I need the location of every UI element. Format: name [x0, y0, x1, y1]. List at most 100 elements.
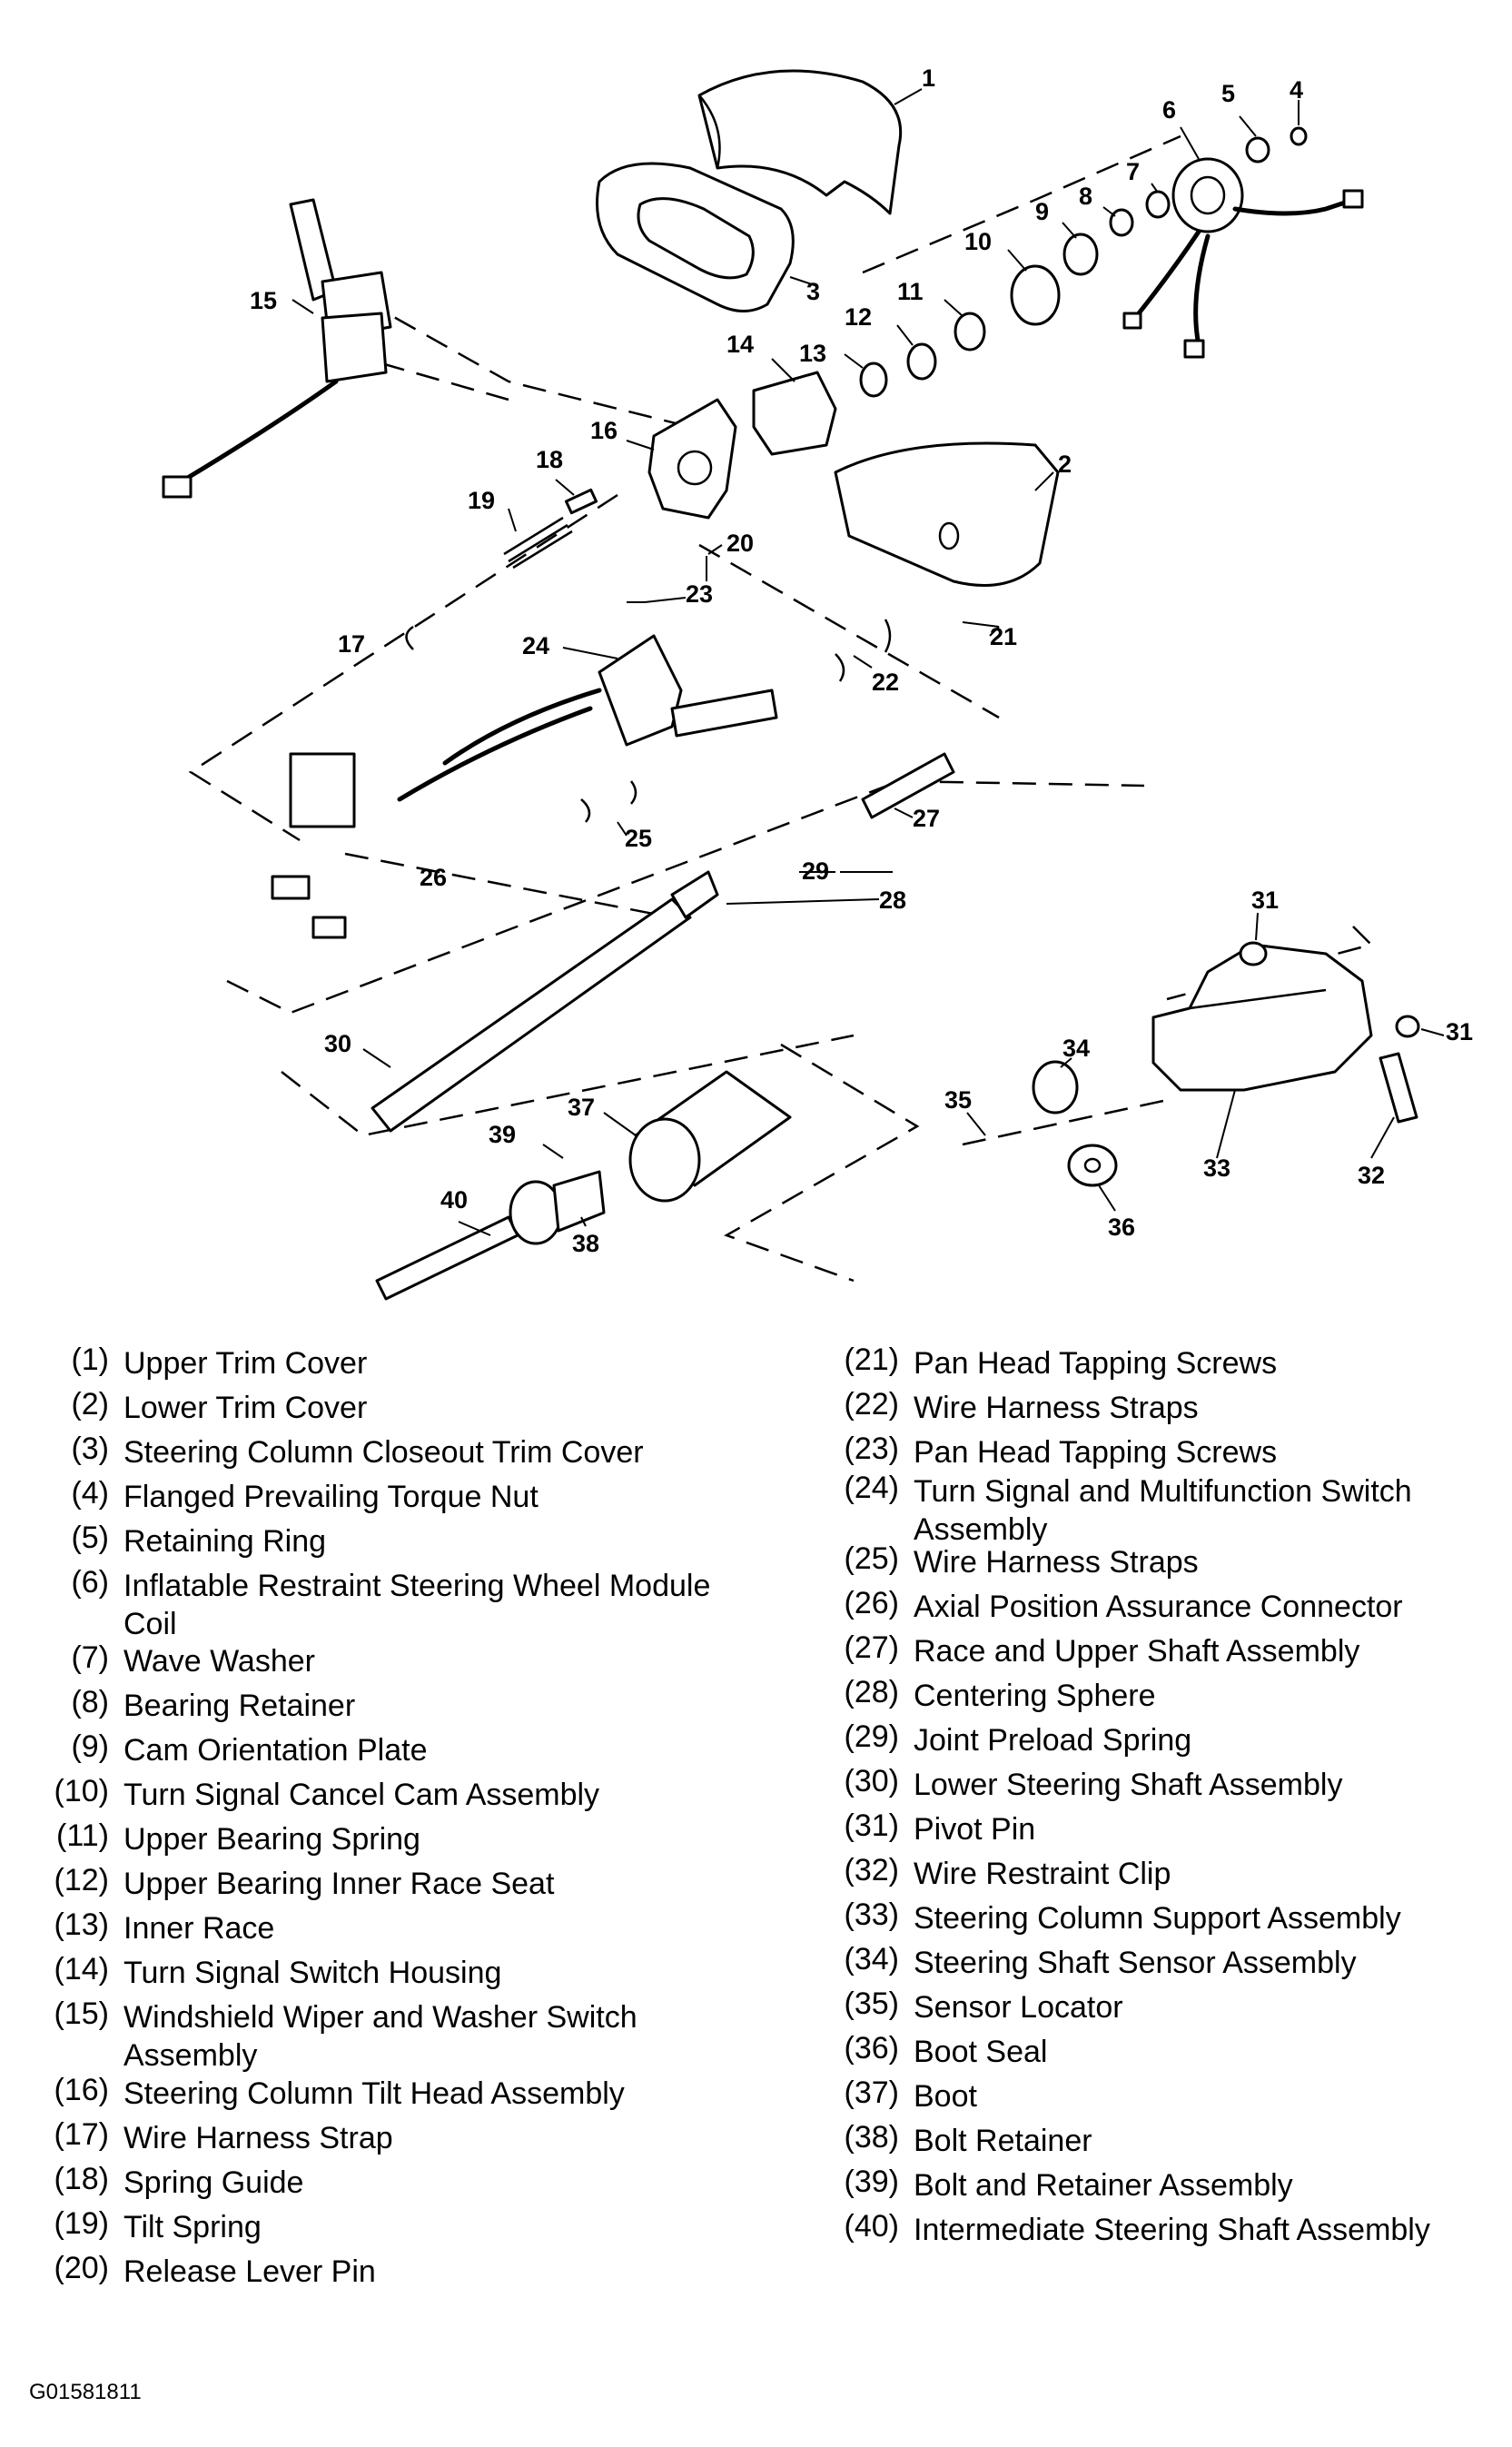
- legend-item: (20)Release Lever Pin: [27, 2253, 717, 2291]
- callout-38: 38: [572, 1230, 599, 1257]
- legend-item-label: Pivot Pin: [914, 1812, 1036, 1847]
- legend-item-number: (28): [844, 1675, 899, 1709]
- legend-item-label: Boot: [914, 2079, 977, 2114]
- legend-item-number: (39): [844, 2165, 899, 2199]
- legend-item-number: (19): [54, 2206, 109, 2241]
- callout-35: 35: [944, 1086, 972, 1114]
- legend-item-number: (3): [71, 1432, 109, 1466]
- legend-item-number: (27): [844, 1630, 899, 1665]
- callout-numbers: 1 2 3 4 5 6 7 8 9 10 11 12 13 14 15 16 1…: [250, 64, 1473, 1257]
- legend-item-label: Steering Shaft Sensor Assembly: [914, 1946, 1357, 1980]
- legend-item: (36) Boot Seal: [817, 2033, 1503, 2071]
- legend-item-label: Turn Signal Switch Housing: [124, 1956, 502, 1990]
- legend-item: (27) Race and Upper Shaft Assembly: [817, 1632, 1503, 1670]
- multifunction-switch: [271, 634, 778, 939]
- callout-11: 11: [897, 278, 924, 305]
- legend-item: (12)Upper Bearing Inner Race Seat: [27, 1865, 717, 1903]
- legend-item-number: (33): [844, 1897, 899, 1932]
- legend-item-label: Sensor Locator: [914, 1990, 1123, 2025]
- legend-item: (38)Bolt Retainer: [817, 2122, 1503, 2160]
- legend-item-number: (29): [844, 1719, 899, 1754]
- coil-wires: [1122, 189, 1364, 359]
- legend-item-number: (15): [54, 1996, 109, 2031]
- legend-item-label: Bearing Retainer: [124, 1689, 356, 1723]
- legend-item-label: Joint Preload Spring: [914, 1723, 1192, 1758]
- legend-item-number: (36): [844, 2031, 899, 2066]
- legend-item-number: (32): [844, 1853, 899, 1887]
- upper-shaft: [861, 752, 955, 819]
- legend-item-number: (7): [71, 1640, 109, 1675]
- wiper-switch: [162, 198, 392, 499]
- legend-item-number: (11): [56, 1818, 109, 1853]
- legend-item: (29) Joint Preload Spring: [817, 1721, 1503, 1759]
- legend-item-label: Flanged Prevailing Torque Nut: [124, 1480, 539, 1514]
- callout-30: 30: [324, 1030, 351, 1057]
- legend-item-label: Steering Column Support Assembly: [914, 1901, 1401, 1936]
- legend-item: (7)Wave Washer: [27, 1642, 717, 1680]
- legend-item: (16)Steering Column Tilt Head Assembly: [27, 2075, 717, 2113]
- callout-32: 32: [1358, 1162, 1385, 1189]
- legend-item-label: Turn Signal and Multifunction Switch Ass…: [914, 1474, 1412, 1547]
- legend-item-label: Wire Harness Strap: [124, 2121, 393, 2155]
- callout-25: 25: [625, 825, 652, 852]
- tilt-head-assembly: [647, 371, 837, 520]
- legend-item: (3)Steering Column Closeout Trim Cover: [27, 1433, 717, 1471]
- legend-item: (17) Wire Harness Strap: [27, 2119, 717, 2157]
- callout-6: 6: [1162, 96, 1176, 124]
- callout-9: 9: [1035, 198, 1049, 225]
- legend-item-label: Inflatable Restraint Steering Wheel Modu…: [124, 1569, 711, 1641]
- legend-item-label: Upper Bearing Inner Race Seat: [124, 1867, 555, 1901]
- legend-item: (31)Pivot Pin: [817, 1810, 1503, 1848]
- legend-item: (11)Upper Bearing Spring: [27, 1820, 717, 1858]
- legend-item-number: (25): [844, 1541, 899, 1576]
- legend-item: (19)Tilt Spring: [27, 2208, 717, 2246]
- tilt-spring: [503, 488, 598, 570]
- callout-1: 1: [922, 64, 935, 92]
- legend-item-label: Windshield Wiper and Washer Switch Assem…: [124, 2000, 637, 2073]
- legend-item: (23)Pan Head Tapping Screws: [817, 1433, 1503, 1471]
- callout-13: 13: [799, 340, 826, 367]
- legend-item-number: (22): [844, 1387, 899, 1422]
- lower-steering-shaft: [371, 870, 719, 1133]
- lower-trim-cover: [834, 441, 1060, 587]
- callout-3: 3: [806, 278, 820, 305]
- legend-item: (28) Centering Sphere: [817, 1677, 1503, 1715]
- legend-item-number: (10): [54, 1774, 109, 1808]
- legend-item-label: Wire Harness Straps: [914, 1545, 1199, 1580]
- figure-code: G01581811: [29, 2380, 142, 2404]
- legend-item-number: (14): [54, 1952, 109, 1986]
- legend-item-label: Race and Upper Shaft Assembly: [914, 1634, 1360, 1669]
- legend-item-number: (9): [71, 1729, 109, 1764]
- legend-item-label: Cam Orientation Plate: [124, 1733, 428, 1768]
- legend-item: (2)Lower Trim Cover: [27, 1389, 717, 1427]
- column-support-assembly: [1151, 941, 1420, 1124]
- legend-item: (40)Intermediate Steering Shaft Assembly: [817, 2211, 1503, 2249]
- legend-item-label: Turn Signal Cancel Cam Assembly: [124, 1778, 600, 1812]
- callout-31-top: 31: [1251, 887, 1279, 914]
- legend-item: (4)Flanged Prevailing Torque Nut: [27, 1478, 717, 1516]
- legend-item: (24)Turn Signal and Multifunction Switch…: [817, 1472, 1503, 1549]
- legend-item: (14) Turn Signal Switch Housing: [27, 1954, 717, 1992]
- legend-item-number: (1): [71, 1342, 109, 1377]
- legend-item: (8)Bearing Retainer: [27, 1687, 717, 1725]
- callout-28: 28: [879, 887, 906, 914]
- legend-item-number: (17): [54, 2117, 109, 2152]
- legend-item-label: Lower Steering Shaft Assembly: [914, 1768, 1343, 1802]
- legend-item-number: (21): [844, 1342, 899, 1377]
- legend-item-number: (6): [71, 1565, 109, 1600]
- legend-item: (13)Inner Race: [27, 1909, 717, 1947]
- legend-item-number: (38): [844, 2120, 899, 2155]
- legend-item-number: (26): [844, 1586, 899, 1620]
- callout-39: 39: [489, 1121, 516, 1148]
- legend-item-label: Boot Seal: [914, 2035, 1048, 2069]
- callout-31-right: 31: [1446, 1018, 1473, 1045]
- legend-item: (18)Spring Guide: [27, 2164, 717, 2202]
- legend-item: (37)Boot: [817, 2077, 1503, 2115]
- callout-17: 17: [338, 630, 365, 658]
- legend-item: (33) Steering Column Support Assembly: [817, 1899, 1503, 1937]
- callout-37: 37: [568, 1094, 595, 1121]
- callout-23: 23: [686, 580, 713, 608]
- legend-item-number: (30): [844, 1764, 899, 1798]
- callout-40: 40: [440, 1186, 468, 1214]
- legend-item-label: Centering Sphere: [914, 1679, 1156, 1713]
